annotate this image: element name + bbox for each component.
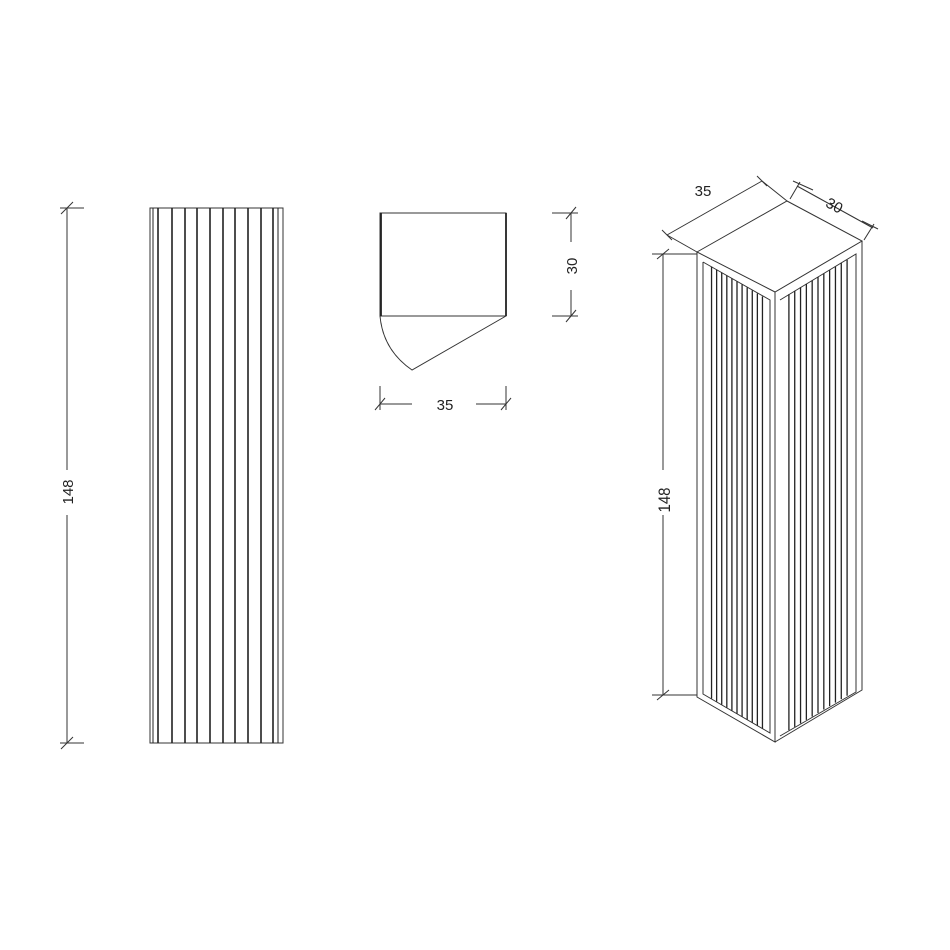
iso-height-dimension: 148: [652, 248, 697, 701]
plan-view: 30 35: [374, 206, 581, 414]
front-grooves: [152, 208, 279, 743]
plan-width-label: 35: [437, 397, 454, 414]
front-height-dimension: 148: [60, 201, 84, 750]
door-swing-arc: [379, 315, 507, 371]
iso-width-dimension: 35: [661, 175, 788, 253]
front-outline: [149, 207, 284, 744]
front-height-label: 148: [60, 479, 77, 504]
isometric-view: 35 30 148: [652, 175, 879, 743]
front-view: 148: [60, 201, 284, 750]
iso-grooves: [710, 259, 848, 731]
iso-depth-label: 30: [823, 195, 846, 218]
iso-height-label: 148: [656, 487, 674, 512]
plan-depth-label: 30: [564, 258, 581, 275]
plan-body: [379, 212, 507, 317]
plan-depth-dimension: 30: [552, 206, 581, 323]
plan-width-dimension: 35: [374, 386, 512, 414]
iso-left-face: [696, 252, 776, 743]
iso-right-face: [774, 241, 863, 743]
iso-width-label: 35: [695, 183, 712, 200]
iso-depth-dimension: 30: [789, 180, 879, 241]
